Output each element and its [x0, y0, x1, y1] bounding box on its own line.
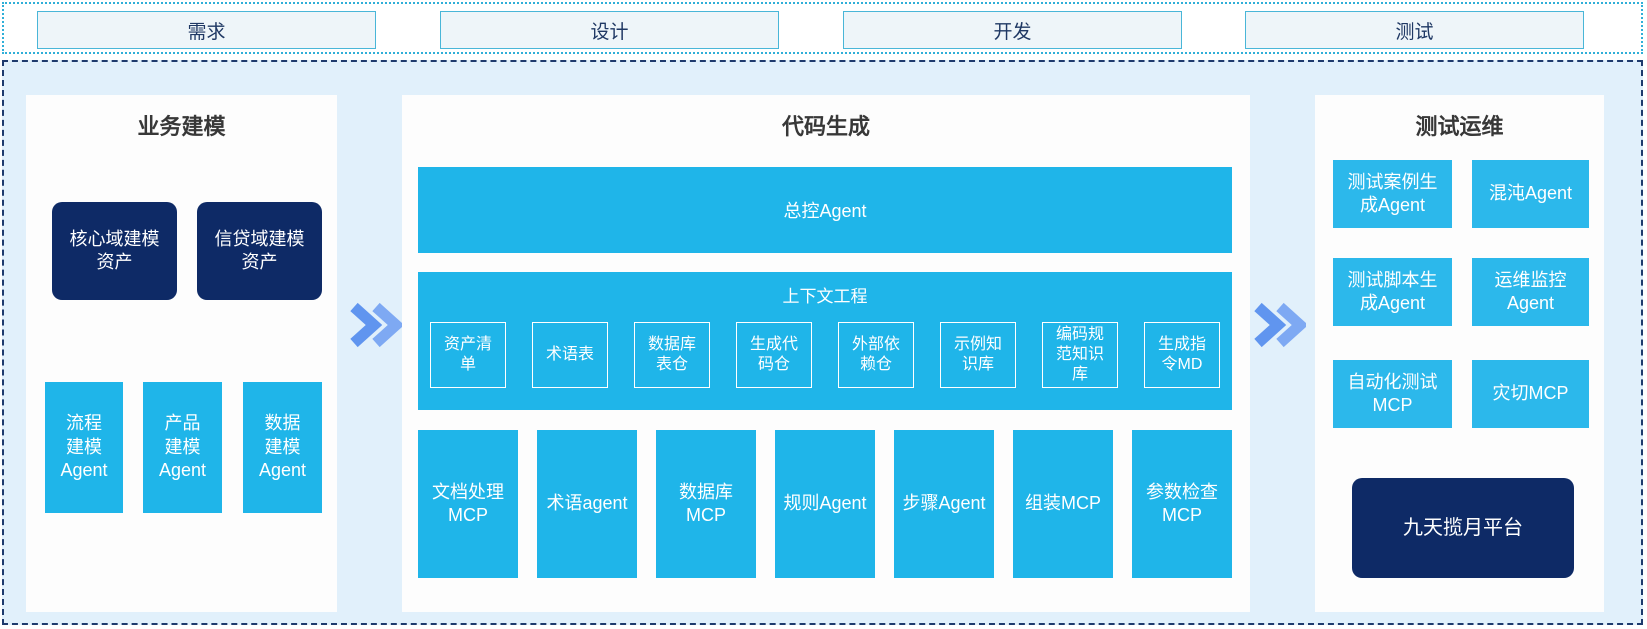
double-chevron-icon [1254, 302, 1306, 348]
phase-box-testing: 测试 [1245, 11, 1584, 49]
context-item-ext-dep-repo: 外部依 赖仓 [838, 322, 914, 388]
asset-box-credit-domain: 信贷域建模 资产 [197, 202, 322, 300]
phase-box-requirements: 需求 [37, 11, 376, 49]
context-engineering-container: 上下文工程 资产清 单 术语表 数据库 表仓 生成代 码仓 外部依 赖仓 示例知… [418, 272, 1232, 410]
panel-code-generation: 代码生成 总控Agent 上下文工程 资产清 单 术语表 数据库 表仓 生成代 … [402, 95, 1250, 612]
agent-box-product-modeling: 产品 建模 Agent [143, 382, 222, 513]
double-chevron-icon [350, 302, 402, 348]
tool-box-assemble-mcp: 组装MCP [1013, 430, 1113, 578]
tools-row: 文档处理 MCP 术语agent 数据库 MCP 规则Agent 步骤Agent… [418, 430, 1232, 578]
agent-box-process-modeling: 流程 建模 Agent [45, 382, 123, 513]
testops-box-testcase-gen-agent: 测试案例生 成Agent [1333, 160, 1452, 228]
context-engineering-title: 上下文工程 [782, 287, 868, 306]
tool-box-term-agent: 术语agent [537, 430, 637, 578]
tool-box-doc-mcp: 文档处理 MCP [418, 430, 518, 578]
platform-box-jiutian: 九天揽月平台 [1352, 478, 1574, 578]
context-item-db-table-repo: 数据库 表仓 [634, 322, 710, 388]
context-items-row: 资产清 单 术语表 数据库 表仓 生成代 码仓 外部依 赖仓 示例知 识库 编码… [430, 322, 1220, 388]
testops-box-chaos-agent: 混沌Agent [1472, 160, 1589, 228]
phase-box-development: 开发 [843, 11, 1182, 49]
context-item-asset-list: 资产清 单 [430, 322, 506, 388]
testops-box-auto-test-mcp: 自动化测试 MCP [1333, 360, 1452, 428]
panel-title-business: 业务建模 [137, 114, 226, 139]
context-item-gen-instruct-md: 生成指 令MD [1144, 322, 1220, 388]
testops-box-ops-monitor-agent: 运维监控 Agent [1472, 258, 1589, 326]
panel-title-codegen: 代码生成 [781, 114, 870, 139]
testops-box-testscript-gen-agent: 测试脚本生 成Agent [1333, 258, 1452, 326]
context-item-example-kb: 示例知 识库 [940, 322, 1016, 388]
context-item-glossary: 术语表 [532, 322, 608, 388]
asset-box-core-domain: 核心域建模 资产 [52, 202, 177, 300]
panel-title-testops: 测试运维 [1415, 114, 1504, 139]
context-item-gen-code-repo: 生成代 码仓 [736, 322, 812, 388]
testops-box-disaster-switch-mcp: 灾切MCP [1472, 360, 1589, 428]
tool-box-param-check-mcp: 参数检查 MCP [1132, 430, 1232, 578]
phase-band: 需求 设计 开发 测试 [2, 2, 1643, 54]
context-item-coding-std-kb: 编码规 范知识 库 [1042, 322, 1118, 388]
panel-test-ops: 测试运维 测试案例生 成Agent 混沌Agent 测试脚本生 成Agent 运… [1315, 95, 1604, 612]
master-agent-bar: 总控Agent [418, 167, 1232, 253]
main-area: 业务建模 核心域建模 资产 信贷域建模 资产 流程 建模 Agent 产品 建模… [2, 60, 1643, 625]
phase-box-design: 设计 [440, 11, 779, 49]
tool-box-db-mcp: 数据库 MCP [656, 430, 756, 578]
panel-business-modeling: 业务建模 核心域建模 资产 信贷域建模 资产 流程 建模 Agent 产品 建模… [26, 95, 337, 612]
tool-box-rule-agent: 规则Agent [775, 430, 875, 578]
tool-box-step-agent: 步骤Agent [894, 430, 994, 578]
agent-box-data-modeling: 数据 建模 Agent [243, 382, 322, 513]
